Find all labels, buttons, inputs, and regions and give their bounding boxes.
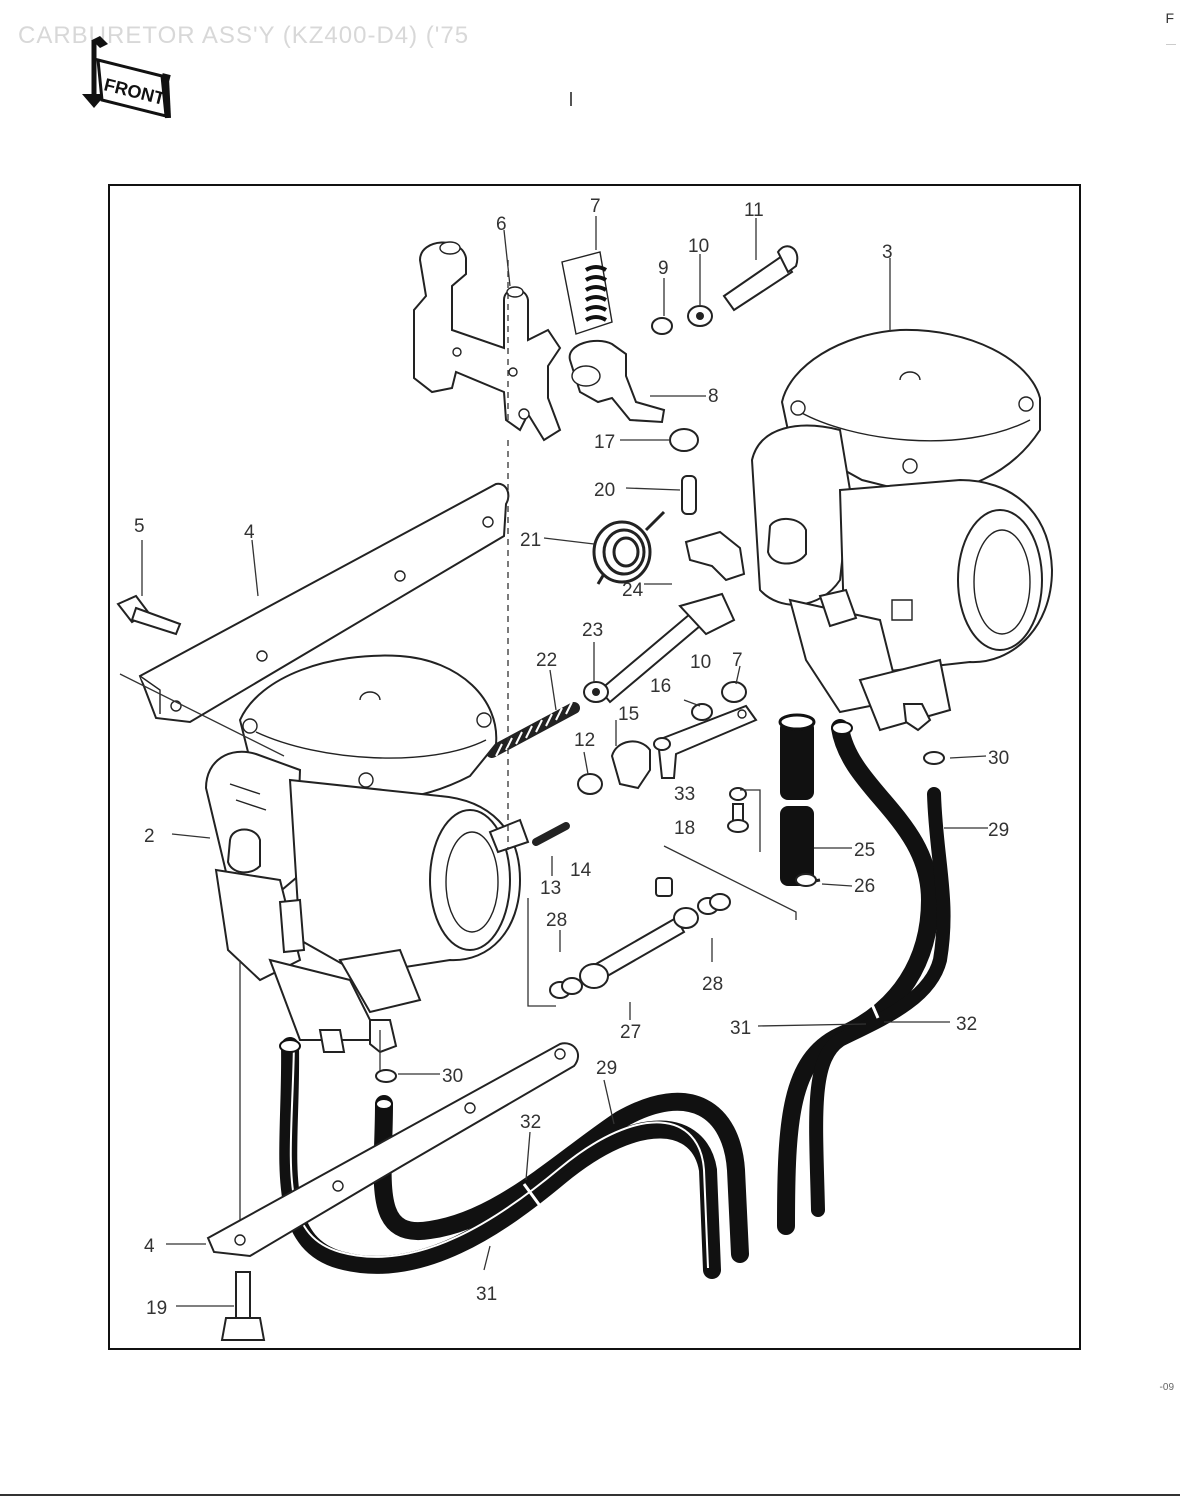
label-32-right: 32 <box>956 1014 977 1035</box>
label-10-mid: 10 <box>690 652 711 673</box>
label-17-top: 17 <box>594 432 615 453</box>
spring-22 <box>486 701 580 758</box>
label-14: 14 <box>570 860 592 881</box>
label-9: 9 <box>658 258 669 279</box>
screw-18 <box>727 787 749 833</box>
washer-9 <box>651 317 673 335</box>
label-29-right: 29 <box>988 820 1009 841</box>
label-7-mid: 7 <box>732 650 743 671</box>
label-8: 8 <box>708 386 719 407</box>
bottom-rule <box>0 1494 1180 1496</box>
label-2: 2 <box>144 826 155 847</box>
carburetor-left <box>204 654 530 1054</box>
leader-lines <box>141 216 988 1307</box>
washer-10-hole <box>696 312 704 320</box>
carburetor-right <box>750 328 1054 732</box>
label-19: 19 <box>146 1298 167 1319</box>
label-12: 12 <box>574 730 595 751</box>
label-11: 11 <box>744 200 764 221</box>
fuel-hoses <box>279 719 951 1279</box>
label-20: 20 <box>594 480 615 501</box>
pin-20 <box>681 475 697 515</box>
mount-plate-lower <box>206 1042 579 1258</box>
label-24: 24 <box>622 580 644 601</box>
label-28-right: 28 <box>702 974 723 995</box>
label-30-left: 30 <box>442 1066 463 1087</box>
label-3: 3 <box>882 242 893 263</box>
label-23: 23 <box>582 620 603 641</box>
label-21: 21 <box>520 530 541 551</box>
tick-mark <box>570 92 572 106</box>
choke-rod-27 <box>549 877 731 999</box>
label-28-left: 28 <box>546 910 567 931</box>
label-13: 13 <box>540 878 561 899</box>
label-27: 27 <box>620 1022 641 1043</box>
label-18: 18 <box>674 818 695 839</box>
throttle-shaft <box>583 592 736 704</box>
corner-dash <box>1166 44 1176 45</box>
label-30-right: 30 <box>988 748 1009 769</box>
lever-24 <box>684 530 746 582</box>
linkage-bracket <box>413 241 562 442</box>
bolt-5 <box>116 594 182 636</box>
page-number: -09 <box>1159 1382 1174 1393</box>
label-22: 22 <box>536 650 557 671</box>
label-5: 5 <box>134 516 145 537</box>
screw-11 <box>722 245 799 312</box>
bolt-19 <box>220 1271 266 1341</box>
throttle-lever <box>568 339 666 424</box>
label-10-top: 10 <box>688 236 709 257</box>
label-31-left: 31 <box>476 1284 497 1305</box>
label-29-left: 29 <box>596 1058 617 1079</box>
spring-14 <box>532 822 570 846</box>
corner-letter: F <box>1165 10 1174 26</box>
part-labels: 6 7 9 10 11 3 8 17 20 21 24 5 4 23 22 16… <box>134 196 1009 1319</box>
label-26: 26 <box>854 876 875 897</box>
front-arrow-icon: FRONT <box>82 36 171 119</box>
label-4-top: 4 <box>244 522 255 543</box>
label-32-left: 32 <box>520 1112 541 1133</box>
bracket-plate-33 <box>577 681 758 795</box>
label-16: 16 <box>650 676 671 697</box>
mount-plate-upper <box>138 482 510 724</box>
spring-21 <box>592 510 666 585</box>
label-4-bottom: 4 <box>144 1236 155 1257</box>
choke-tube-25 <box>778 713 821 887</box>
label-25: 25 <box>854 840 875 861</box>
diagram-frame <box>108 184 1081 1350</box>
label-33: 33 <box>674 784 695 805</box>
spring-7 <box>561 251 613 335</box>
label-6: 6 <box>496 214 507 235</box>
label-15: 15 <box>618 704 639 725</box>
label-7-top: 7 <box>590 196 601 217</box>
label-31-right: 31 <box>730 1018 751 1039</box>
cap-17 <box>669 428 699 452</box>
